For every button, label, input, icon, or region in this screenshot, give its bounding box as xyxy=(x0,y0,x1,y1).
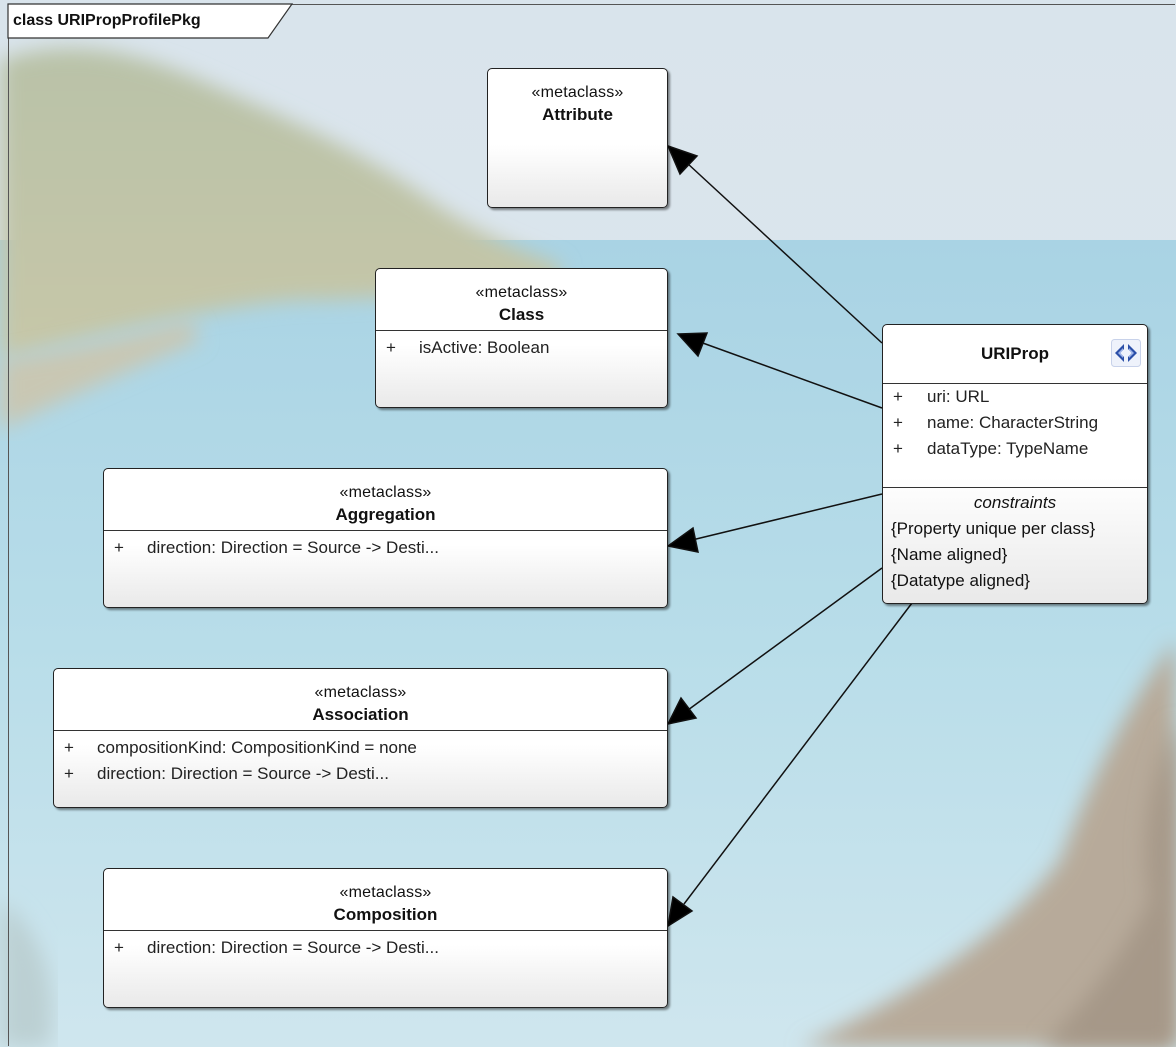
attribute-text: direction: Direction = Source -> Desti..… xyxy=(97,764,389,783)
visibility-marker: + xyxy=(64,764,74,783)
stereotype-uriprop[interactable]: URIProp + uri: URL + name: CharacterStri… xyxy=(882,324,1148,604)
stereotype-icon xyxy=(1111,339,1141,367)
stereotype-label: «metaclass» xyxy=(339,884,432,901)
attribute-text: direction: Direction = Source -> Desti..… xyxy=(147,538,439,557)
attribute-compartment: + isActive: Boolean xyxy=(376,330,667,361)
attribute-row[interactable]: + dataType: TypeName xyxy=(883,436,1147,462)
visibility-marker: + xyxy=(893,439,903,458)
metaclass-class[interactable]: «metaclass» Class + isActive: Boolean xyxy=(375,268,668,408)
constraint-item[interactable]: {Name aligned} xyxy=(891,545,1008,564)
attribute-row[interactable]: + uri: URL xyxy=(883,384,1147,410)
class-name: URIProp xyxy=(981,344,1049,363)
visibility-marker: + xyxy=(114,538,124,557)
visibility-marker: + xyxy=(386,338,396,357)
visibility-marker: + xyxy=(893,387,903,406)
constraints-title: constraints xyxy=(973,493,1057,512)
attribute-compartment: + compositionKind: CompositionKind = non… xyxy=(54,730,667,787)
attribute-text: uri: URL xyxy=(927,387,990,406)
class-name: Composition xyxy=(333,905,438,924)
class-name: Class xyxy=(498,305,545,324)
attribute-row[interactable]: + direction: Direction = Source -> Desti… xyxy=(104,935,667,961)
visibility-marker: + xyxy=(893,413,903,432)
class-name: Association xyxy=(312,705,409,724)
attribute-row[interactable]: + direction: Direction = Source -> Desti… xyxy=(54,761,667,787)
attribute-row[interactable]: + name: CharacterString xyxy=(883,410,1147,436)
attribute-text: isActive: Boolean xyxy=(419,338,550,357)
frame-title: class URIPropProfilePkg xyxy=(13,12,201,29)
attribute-compartment: + uri: URL + name: CharacterString + dat… xyxy=(883,383,1147,487)
visibility-marker: + xyxy=(114,938,124,957)
metaclass-association[interactable]: «metaclass» Association + compositionKin… xyxy=(53,668,668,808)
metaclass-composition[interactable]: «metaclass» Composition + direction: Dir… xyxy=(103,868,668,1008)
constraints-compartment: constraints {Property unique per class} … xyxy=(883,487,1147,594)
attribute-text: direction: Direction = Source -> Desti..… xyxy=(147,938,439,957)
stereotype-label: «metaclass» xyxy=(339,484,432,501)
stereotype-label: «metaclass» xyxy=(531,84,624,101)
visibility-marker: + xyxy=(64,738,74,757)
metaclass-aggregation[interactable]: «metaclass» Aggregation + direction: Dir… xyxy=(103,468,668,608)
constraint-item[interactable]: {Datatype aligned} xyxy=(891,571,1030,590)
attribute-text: compositionKind: CompositionKind = none xyxy=(97,738,417,757)
constraint-item[interactable]: {Property unique per class} xyxy=(891,519,1096,538)
class-name: Attribute xyxy=(542,105,613,124)
attribute-row[interactable]: + isActive: Boolean xyxy=(376,335,667,361)
attribute-text: dataType: TypeName xyxy=(927,439,1089,458)
attribute-row[interactable]: + compositionKind: CompositionKind = non… xyxy=(54,735,667,761)
stereotype-label: «metaclass» xyxy=(314,684,407,701)
stereotype-label: «metaclass» xyxy=(475,284,568,301)
attribute-row[interactable]: + direction: Direction = Source -> Desti… xyxy=(104,535,667,561)
attribute-text: name: CharacterString xyxy=(927,413,1099,432)
attribute-compartment: + direction: Direction = Source -> Desti… xyxy=(104,930,667,961)
attribute-compartment: + direction: Direction = Source -> Desti… xyxy=(104,530,667,561)
class-name: Aggregation xyxy=(335,505,436,524)
metaclass-attribute[interactable]: «metaclass» Attribute xyxy=(487,68,668,208)
